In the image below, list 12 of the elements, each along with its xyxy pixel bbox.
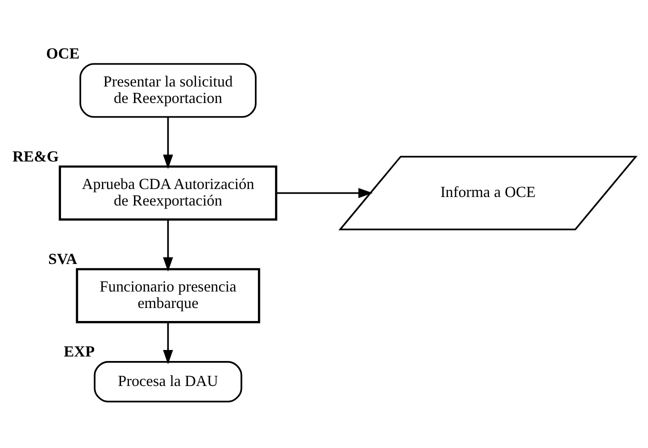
arrow (276, 188, 373, 198)
node-box: Presentar la solicitud de Reexportacion (79, 62, 257, 118)
arrow (163, 116, 174, 169)
node-box: Procesa la DAU (94, 360, 242, 402)
node-box: Aprueba CDA Autorización de Reexportación (58, 164, 278, 220)
node-label: OCE (46, 45, 80, 62)
node-box: Funcionario presencia embarque (76, 268, 260, 323)
node-label: EXP (64, 343, 95, 360)
node-label: RE&G (12, 148, 59, 165)
node-label: SVA (48, 250, 78, 268)
arrow (163, 322, 174, 364)
arrow (163, 220, 174, 272)
